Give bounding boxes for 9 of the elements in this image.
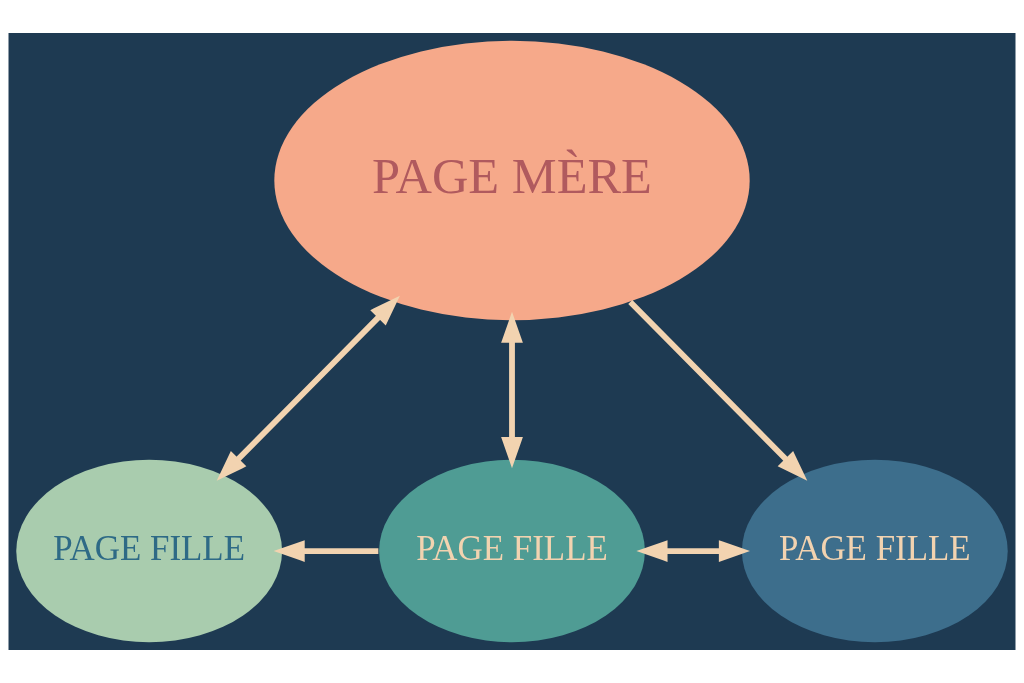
- arrow: [636, 540, 750, 562]
- node-ellipse: PAGE FILLE: [741, 459, 1008, 643]
- arrow: [273, 540, 379, 562]
- arrow: [216, 295, 400, 481]
- arrow: [501, 311, 523, 469]
- arrow: [628, 299, 808, 481]
- node-ellipse: PAGE FILLE: [16, 459, 283, 643]
- node-ellipse: PAGE FILLE: [379, 459, 645, 643]
- node-ellipse: PAGE MÈRE: [274, 40, 750, 321]
